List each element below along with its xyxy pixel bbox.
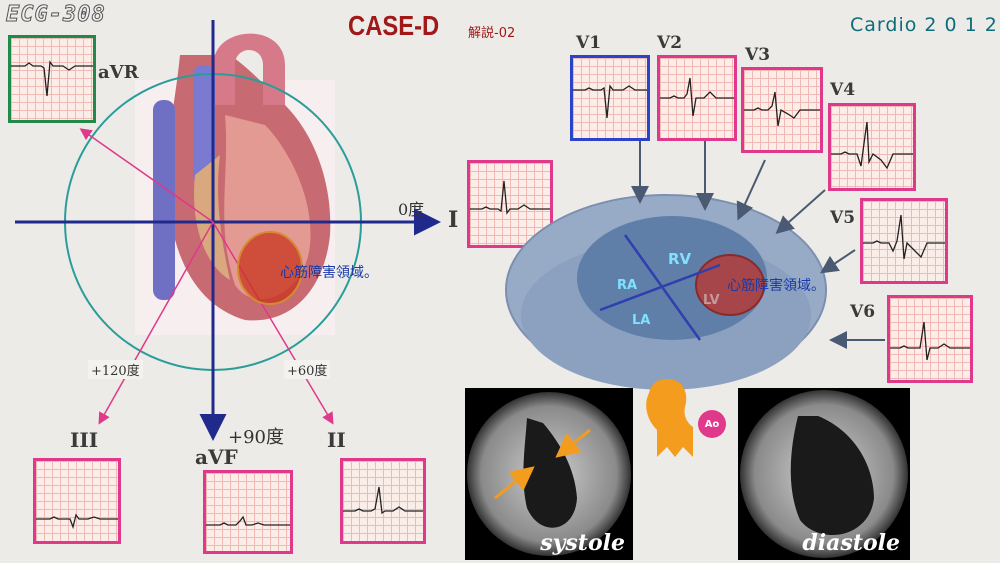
ecg-strip-v3 [741, 67, 823, 153]
aorta-figure [635, 375, 725, 465]
lesion-label-right: 心筋障害領域。 [727, 278, 825, 294]
lead-label-v1: V1 [576, 33, 602, 53]
lead-label-ii: II [327, 428, 346, 452]
lead-label-v4: V4 [830, 80, 856, 100]
ecg-strip-ii [340, 458, 426, 544]
lead-label-avr: aVR [98, 62, 139, 83]
ecg-strip-v6 [887, 295, 973, 383]
lead-label-v2: V2 [657, 33, 683, 53]
chamber-label-la: LA [632, 313, 651, 328]
lead-label-v3: V3 [745, 45, 771, 65]
chamber-label-ra: RA [617, 278, 638, 293]
angiogram-systole: systole [465, 388, 633, 560]
lead-label-iii: III [70, 428, 99, 452]
case-subtitle: 解説-02 [468, 26, 516, 41]
lead-label-avf: aVF [195, 445, 238, 469]
cross-section-diagram [440, 130, 1000, 430]
slide-id: ECG-308 [6, 2, 106, 28]
chamber-label-lv: LV [703, 293, 720, 308]
lead-label-v6: V6 [850, 302, 876, 322]
ecg-strip-v1 [570, 55, 650, 141]
ecg-strip-iii [33, 458, 121, 544]
lead-label-v5: V5 [830, 208, 856, 228]
aorta-label: Ao [704, 418, 720, 430]
ecg-strip-avr [8, 35, 96, 123]
axis-diagram [0, 0, 470, 470]
case-title: CASE-D [348, 10, 440, 41]
label-90deg: +90度 [228, 427, 284, 448]
ecg-strip-avf [203, 470, 293, 554]
ecg-strip-v5 [860, 198, 948, 284]
systole-label: systole [540, 530, 625, 556]
label-60deg: +60度 [284, 360, 331, 379]
lead-label-i: I [448, 207, 459, 233]
brand-label: Cardio 2 0 1 2 [850, 14, 998, 36]
ecg-strip-v4 [828, 103, 916, 191]
label-0deg: 0度 [398, 200, 425, 219]
angiogram-diastole: diastole [738, 388, 910, 560]
label-120deg: +120度 [88, 360, 143, 379]
diastole-label: diastole [802, 530, 900, 556]
lesion-label-left: 心筋障害領域。 [280, 265, 378, 281]
ecg-strip-v2 [657, 55, 737, 141]
aorta-badge: Ao [698, 410, 726, 438]
ecg-strip-i [467, 160, 553, 248]
chamber-label-rv: RV [668, 250, 692, 268]
